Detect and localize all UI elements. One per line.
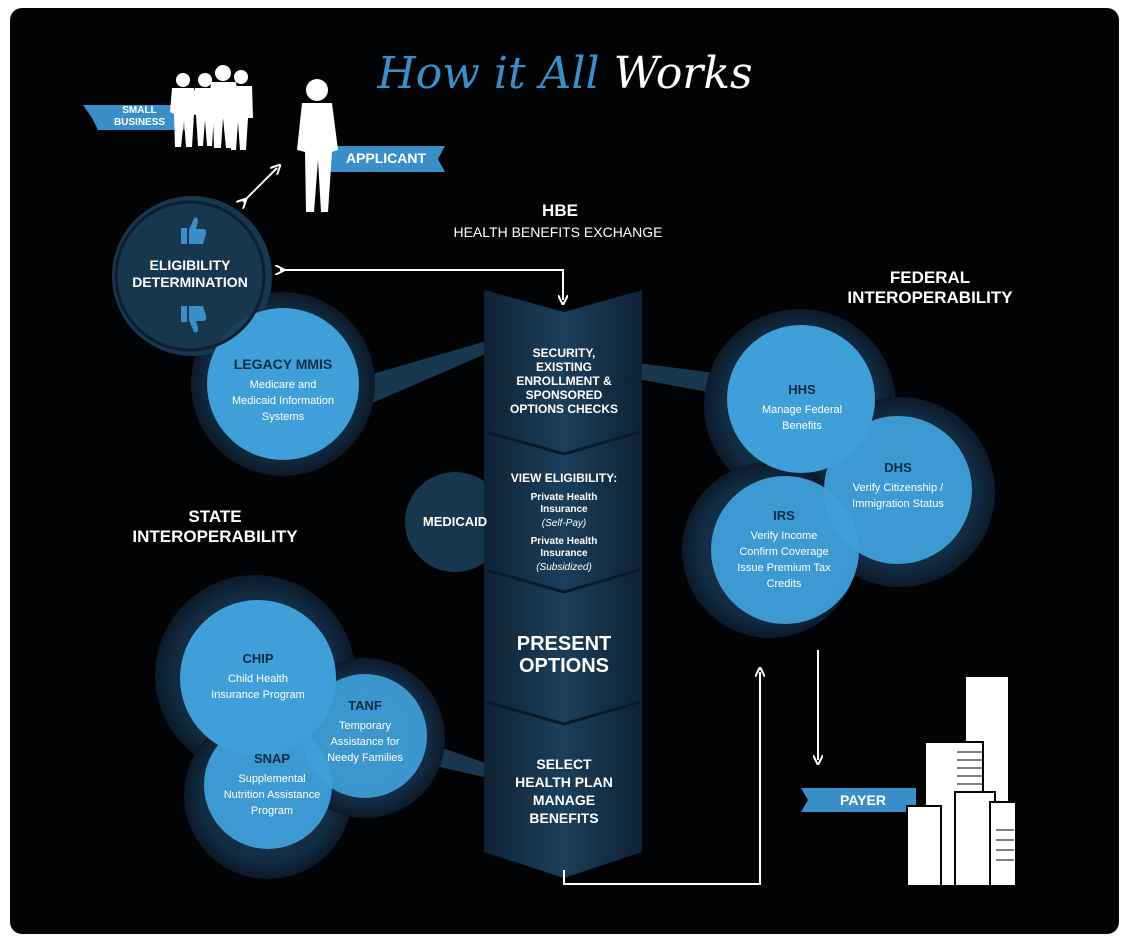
payment-arrow bbox=[563, 672, 760, 885]
applicant-arrow bbox=[243, 168, 277, 202]
small-business-label: SMALL BUSINESS bbox=[113, 105, 166, 128]
chip-title: CHIP bbox=[242, 651, 274, 666]
chip-circle bbox=[180, 600, 336, 756]
hhs-title: HHS bbox=[788, 382, 816, 397]
legacy-circle bbox=[207, 308, 359, 460]
security-checks: SECURITY, EXISTING ENROLLMENT & SPONSORE… bbox=[509, 346, 618, 416]
irs-title: IRS bbox=[773, 508, 795, 523]
private-insurance-1: Private Health Insurance bbox=[530, 492, 598, 515]
chevron-dividers bbox=[485, 430, 641, 726]
legacy-desc: Medicare and Medicaid Information System… bbox=[231, 379, 335, 423]
dhs-circle bbox=[824, 416, 972, 564]
irs-desc: Verify Income Confirm Coverage Issue Pre… bbox=[737, 530, 831, 590]
select-health-plan: SELECT HEALTH PLAN MANAGE BENEFITS bbox=[515, 756, 613, 826]
payer-buildings-icon bbox=[906, 675, 1017, 887]
legacy-title: LEGACY MMIS bbox=[233, 356, 333, 372]
page-title: How it All Works bbox=[0, 48, 1130, 99]
snap-circle bbox=[204, 721, 332, 849]
tanf-circle bbox=[303, 674, 427, 798]
title-part2: Works bbox=[613, 48, 753, 99]
snap-desc: Supplemental Nutrition Assistance Progra… bbox=[223, 773, 321, 817]
view-eligibility: VIEW ELIGIBILITY: bbox=[510, 471, 618, 485]
applicant-person-icon bbox=[297, 79, 338, 212]
eligibility-label: ELIGIBILITY DETERMINATION bbox=[132, 257, 248, 290]
applicant-label: APPLICANT bbox=[345, 150, 427, 166]
present-options: PRESENT OPTIONS bbox=[516, 633, 612, 677]
hbe-chevron bbox=[484, 290, 642, 878]
chip-desc: Child Health Insurance Program bbox=[211, 673, 305, 701]
medicaid-label: MEDICAID bbox=[422, 514, 488, 529]
subsidized: (Subsidized) bbox=[536, 562, 592, 573]
state-heading: STATE INTEROPERABILITY bbox=[132, 507, 298, 546]
thumbs-down-icon bbox=[181, 306, 207, 333]
dhs-desc: Verify Citizenship / Immigration Status bbox=[852, 482, 944, 510]
medicaid-circle bbox=[405, 472, 505, 572]
payer-tag bbox=[801, 788, 916, 812]
hbe-heading: HBE bbox=[542, 201, 578, 220]
hhs-circle bbox=[727, 325, 875, 473]
applicant-tag bbox=[330, 146, 445, 172]
small-business-tag bbox=[83, 105, 190, 130]
thumbs-up-icon bbox=[181, 217, 207, 244]
eligibility-circle bbox=[114, 200, 266, 352]
self-pay: (Self-Pay) bbox=[541, 518, 587, 529]
tanf-title: TANF bbox=[348, 698, 382, 713]
snap-title: SNAP bbox=[253, 751, 291, 766]
irs-circle bbox=[711, 476, 859, 624]
hhs-desc: Manage Federal Benefits bbox=[761, 404, 843, 432]
hbe-subheading: HEALTH BENEFITS EXCHANGE bbox=[453, 224, 663, 240]
payer-label: PAYER bbox=[840, 792, 886, 808]
tanf-desc: Temporary Assistance for Needy Families bbox=[327, 720, 403, 764]
building-windows bbox=[957, 751, 1014, 861]
private-insurance-2: Private Health Insurance bbox=[530, 536, 598, 559]
eligibility-arrow bbox=[280, 270, 563, 300]
title-part1: How it All bbox=[377, 48, 600, 99]
small-business-people-icon bbox=[170, 65, 253, 150]
dhs-title: DHS bbox=[884, 460, 912, 475]
federal-heading: FEDERAL INTEROPERABILITY bbox=[847, 268, 1013, 307]
